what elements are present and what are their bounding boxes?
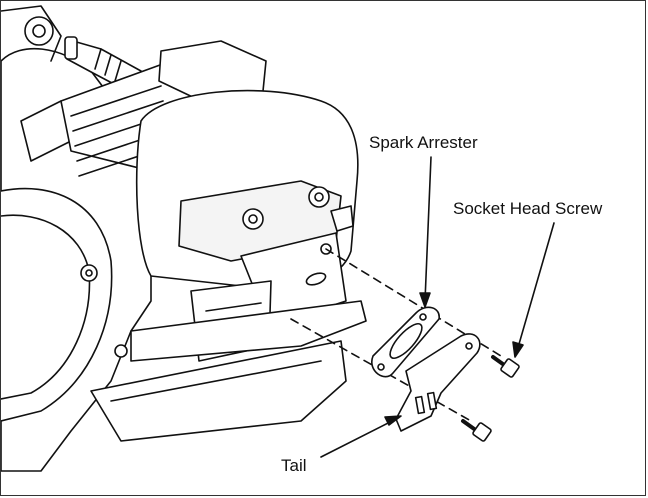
socket-head-screw-upper bbox=[491, 355, 520, 378]
spark-arrester-part bbox=[371, 306, 440, 378]
leader-lines bbox=[320, 156, 555, 458]
muffler-body bbox=[90, 232, 367, 442]
tail-label: Tail bbox=[279, 456, 309, 476]
socket-head-screw-label: Socket Head Screw bbox=[451, 199, 605, 219]
spark-arrester-label: Spark Arrester bbox=[367, 133, 480, 153]
socket-head-screw-lower bbox=[461, 419, 492, 442]
tail-part bbox=[395, 333, 481, 432]
